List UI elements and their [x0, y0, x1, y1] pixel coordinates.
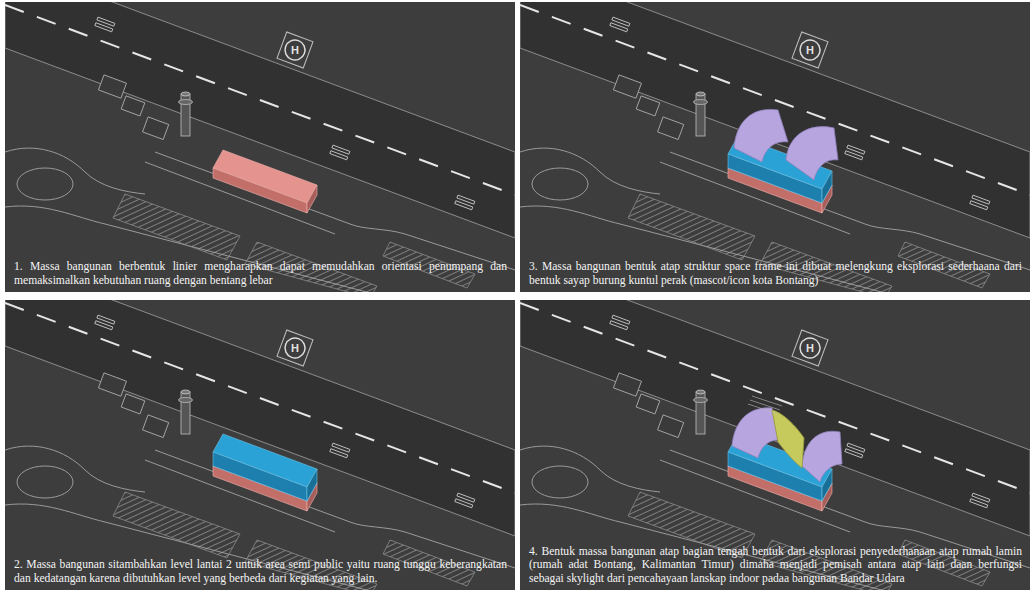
site-plan	[5, 300, 515, 590]
caption-block: 1. Massa bangunan berbentuk linier mengh…	[14, 260, 507, 287]
helipad-letter: H	[806, 343, 814, 354]
step-panel: 3. Massa bangunan bentuk atap struktur s…	[520, 2, 1030, 292]
caption-block: 3. Massa bangunan bentuk atap struktur s…	[529, 260, 1022, 287]
helipad-letter: H	[291, 45, 299, 56]
step-caption: 3. Massa bangunan bentuk atap struktur s…	[529, 260, 1022, 287]
step-caption: 1. Massa bangunan berbentuk linier mengh…	[14, 260, 507, 287]
caption-block: 4. Bentuk massa bangunan atap bagian ten…	[529, 545, 1022, 585]
step-caption: 2. Massa bangunan sitambahkan level lant…	[14, 558, 507, 585]
panel-illustration	[5, 300, 515, 590]
helipad-letter: H	[291, 343, 299, 354]
step-panel: 4. Bentuk massa bangunan atap bagian ten…	[520, 300, 1030, 590]
step-panel: 1. Massa bangunan berbentuk linier mengh…	[5, 2, 515, 292]
panel-illustration	[520, 2, 1030, 292]
step-caption: 4. Bentuk massa bangunan atap bagian ten…	[529, 545, 1022, 585]
site-plan	[520, 300, 1030, 590]
panel-illustration	[520, 300, 1030, 590]
caption-block: 2. Massa bangunan sitambahkan level lant…	[14, 558, 507, 585]
helipad-letter: H	[806, 45, 814, 56]
step-panel: 2. Massa bangunan sitambahkan level lant…	[5, 300, 515, 590]
site-plan	[5, 2, 515, 292]
panel-illustration	[5, 2, 515, 292]
site-plan	[520, 2, 1030, 292]
